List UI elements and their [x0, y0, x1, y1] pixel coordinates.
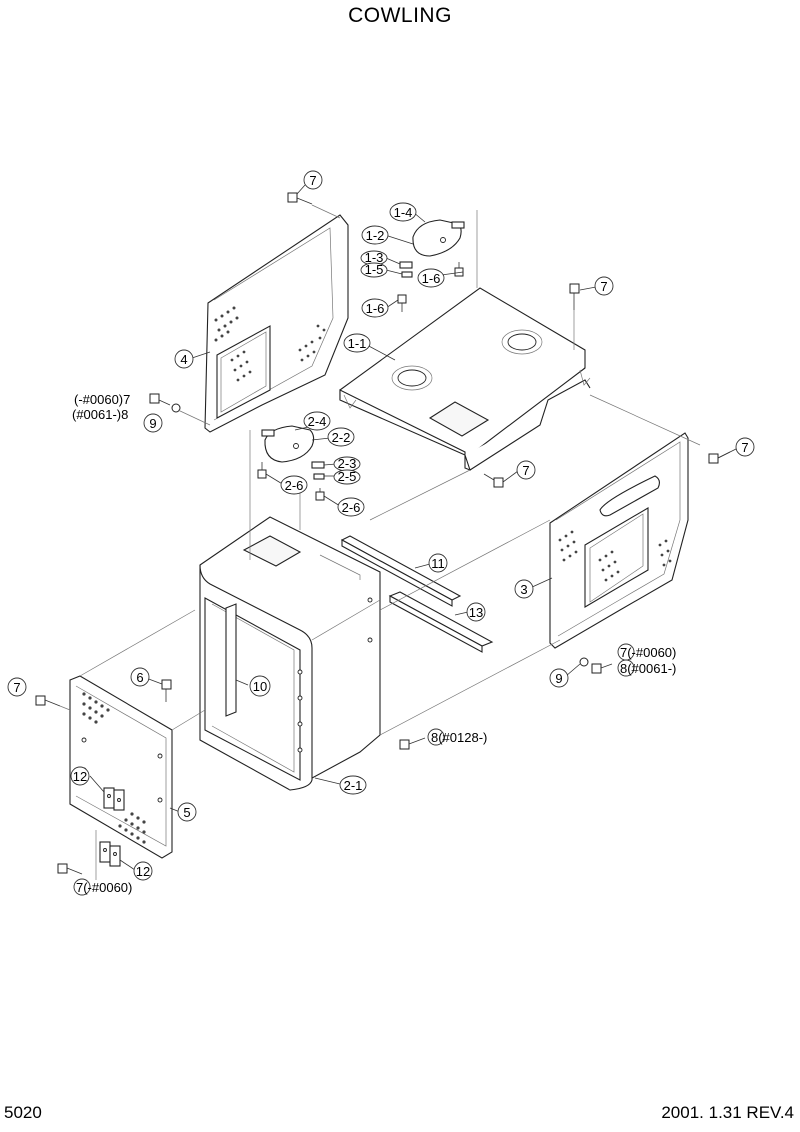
callout-1-1: 1-1 — [343, 333, 371, 353]
svg-text:13: 13 — [469, 605, 483, 620]
part-2-1-main-cowling — [199, 516, 381, 791]
callout-2-6-left: 2-6 — [280, 475, 308, 495]
callout-2-2: 2-2 — [327, 427, 355, 447]
svg-text:8(#0061-): 8(#0061-) — [620, 661, 676, 676]
part-5-front-grille — [69, 675, 173, 859]
page-number: 5020 — [4, 1103, 42, 1122]
svg-text:2-6: 2-6 — [342, 500, 361, 515]
svg-text:1-4: 1-4 — [394, 205, 413, 220]
part-2-4-lower-cover — [261, 425, 325, 480]
svg-text:7: 7 — [309, 173, 316, 188]
svg-text:3: 3 — [520, 582, 527, 597]
callout-8-serial-left: (#0061-)8 — [72, 407, 128, 422]
callout-10: 10 — [249, 675, 271, 697]
callout-7-serial-bottom: 7(-#0060) — [73, 878, 132, 896]
svg-text:6: 6 — [136, 670, 143, 685]
svg-text:8(#0128-): 8(#0128-) — [431, 730, 487, 745]
callout-7-front-left: 7 — [7, 677, 27, 697]
svg-text:11: 11 — [431, 556, 445, 571]
revision-date: 2001. 1.31 REV.4 — [661, 1103, 794, 1122]
callout-12-lower: 12 — [133, 861, 153, 881]
callout-8-serial-right: 8(#0061-) — [617, 659, 676, 677]
svg-text:1-5: 1-5 — [365, 262, 384, 277]
callout-2-5: 2-5 — [333, 469, 361, 485]
callout-1-4: 1-4 — [389, 202, 417, 222]
callout-9-right: 9 — [549, 668, 569, 688]
callout-5: 5 — [177, 802, 197, 822]
callout-7-middle: 7 — [516, 460, 536, 480]
callout-8-serial-bottom: 8(#0128-) — [427, 728, 487, 746]
callout-12-upper: 12 — [70, 766, 90, 786]
svg-text:7: 7 — [522, 463, 529, 478]
svg-text:(#0061-)8: (#0061-)8 — [72, 407, 128, 422]
svg-text:9: 9 — [555, 671, 562, 686]
svg-text:1-6: 1-6 — [366, 301, 385, 316]
part-13-bar — [388, 591, 494, 653]
svg-text:7(-#0060): 7(-#0060) — [620, 645, 676, 660]
part-12-hinge-upper — [103, 787, 125, 811]
callout-11: 11 — [428, 553, 448, 573]
svg-text:12: 12 — [136, 864, 150, 879]
callout-7-right: 7 — [735, 437, 755, 457]
callout-7-top-right: 7 — [594, 276, 614, 296]
svg-text:1-6: 1-6 — [422, 271, 441, 286]
svg-text:7: 7 — [600, 279, 607, 294]
callout-1-5: 1-5 — [360, 262, 388, 278]
page-title: COWLING — [348, 4, 452, 27]
callout-2-1: 2-1 — [339, 775, 367, 795]
callout-1-6-right: 1-6 — [417, 268, 445, 288]
part-3-right-side-panel — [549, 432, 689, 649]
svg-text:5: 5 — [183, 805, 190, 820]
callout-1-6-left: 1-6 — [361, 298, 389, 318]
callout-9-left: 9 — [143, 413, 163, 433]
part-4-left-side-panel — [204, 214, 349, 433]
svg-text:2-5: 2-5 — [338, 469, 357, 484]
svg-text:10: 10 — [253, 679, 267, 694]
svg-text:(-#0060)7: (-#0060)7 — [74, 392, 130, 407]
callout-13: 13 — [466, 602, 486, 622]
part-1-1-top-plate — [339, 287, 591, 471]
callout-4: 4 — [174, 349, 194, 369]
assembly-guide-lines — [59, 204, 701, 880]
fasteners — [35, 192, 731, 875]
callout-6: 6 — [130, 667, 150, 687]
svg-text:9: 9 — [149, 416, 156, 431]
svg-text:1-1: 1-1 — [348, 336, 367, 351]
callout-1-3: 1-3 — [360, 250, 388, 266]
svg-text:2-6: 2-6 — [285, 478, 304, 493]
part-1-4-top-cover — [399, 219, 465, 278]
svg-text:1-3: 1-3 — [365, 250, 384, 265]
svg-text:2-3: 2-3 — [338, 456, 357, 471]
callout-leaders — [89, 184, 739, 871]
svg-text:1-2: 1-2 — [366, 228, 385, 243]
callout-7-serial-left: (-#0060)7 — [74, 392, 130, 407]
callout-2-6-right: 2-6 — [337, 497, 365, 517]
svg-text:2-1: 2-1 — [344, 778, 363, 793]
callout-2-4: 2-4 — [303, 411, 331, 431]
svg-text:4: 4 — [180, 352, 187, 367]
callout-1-2: 1-2 — [361, 225, 389, 245]
svg-text:7: 7 — [741, 440, 748, 455]
svg-text:2-4: 2-4 — [308, 414, 327, 429]
callout-3: 3 — [514, 579, 534, 599]
svg-text:12: 12 — [73, 769, 87, 784]
svg-text:7(-#0060): 7(-#0060) — [76, 880, 132, 895]
callout-2-3: 2-3 — [333, 456, 361, 472]
svg-text:2-2: 2-2 — [332, 430, 351, 445]
part-12-hinge-lower — [99, 841, 121, 867]
svg-text:7: 7 — [13, 680, 20, 695]
callout-7-serial-right: 7(-#0060) — [617, 643, 676, 661]
callout-7-top-left: 7 — [303, 170, 323, 190]
part-11-bar — [340, 535, 462, 607]
